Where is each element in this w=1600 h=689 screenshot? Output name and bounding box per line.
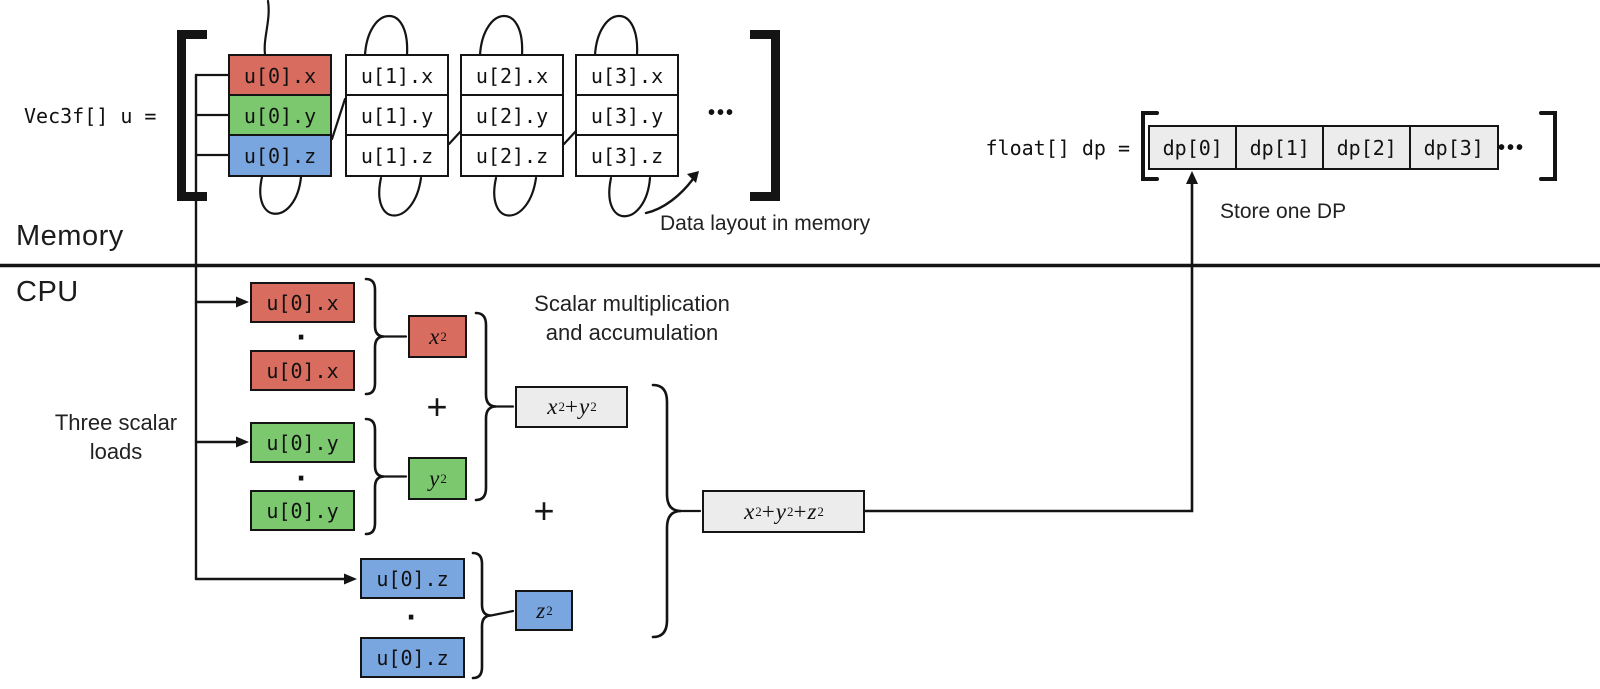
memory-cell: u[2].x bbox=[460, 54, 564, 97]
memory-cell: u[0].z bbox=[228, 134, 332, 177]
dp-array-declaration: float[] dp = bbox=[985, 136, 1131, 160]
scalar-mult-accum-label: Scalar multiplication and accumulation bbox=[492, 289, 772, 347]
plus-operator-1: + bbox=[426, 386, 448, 427]
load-operand-box: u[0].y bbox=[250, 490, 355, 531]
brace-y-pair bbox=[364, 417, 385, 536]
three-scalar-loads-line1: Three scalar bbox=[54, 410, 178, 435]
serpentine-coil-bottom bbox=[259, 175, 652, 218]
brace-z-pair bbox=[471, 551, 492, 680]
memory-cell: u[1].x bbox=[345, 54, 449, 97]
serpentine-top-stub bbox=[263, 0, 270, 56]
dp-array-ellipsis: ••• bbox=[1498, 137, 1526, 159]
scalar-mult-line2: and accumulation bbox=[545, 320, 719, 345]
load-arrow-z-head bbox=[344, 573, 357, 585]
memory-cell: u[0].x bbox=[228, 54, 332, 97]
memory-cell: u[0].y bbox=[228, 94, 332, 137]
scalar-mult-line1: Scalar multiplication bbox=[534, 291, 730, 316]
data-layout-annotation: Data layout in memory bbox=[660, 212, 871, 235]
cpu-section-label: CPU bbox=[16, 276, 79, 308]
load-operand-box: u[0].x bbox=[250, 350, 355, 391]
load-arrow-y-head bbox=[236, 436, 249, 448]
multiply-dot-y: · bbox=[296, 460, 308, 496]
serpentine-column-links bbox=[330, 97, 578, 146]
dp-cell: dp[3] bbox=[1409, 125, 1499, 170]
memory-cell: u[3].y bbox=[575, 94, 679, 137]
store-one-dp-annotation: Store one DP bbox=[1220, 200, 1347, 223]
three-scalar-loads-label: Three scalar loads bbox=[36, 408, 196, 466]
serpentine-coil bbox=[363, 14, 639, 57]
u-array-declaration: Vec3f[] u = bbox=[24, 104, 157, 128]
u-array-right-bracket bbox=[750, 30, 780, 201]
load-operand-box: u[0].z bbox=[360, 558, 465, 599]
brace-total-group bbox=[651, 383, 682, 639]
data-layout-arrow bbox=[644, 177, 695, 215]
memory-cell: u[2].z bbox=[460, 134, 564, 177]
memory-section-label: Memory bbox=[16, 220, 124, 252]
memory-cell: u[1].z bbox=[345, 134, 449, 177]
load-operand-box: u[0].y bbox=[250, 422, 355, 463]
store-arrow-head bbox=[1186, 171, 1198, 184]
multiply-dot-z: · bbox=[406, 599, 418, 635]
load-operand-box: u[0].x bbox=[250, 282, 355, 323]
u-array-left-bracket bbox=[177, 30, 207, 201]
load-arrow-x-head bbox=[236, 296, 249, 308]
load-tick-lines bbox=[194, 73, 230, 157]
memory-cell: u[1].y bbox=[345, 94, 449, 137]
u-array-ellipsis: ••• bbox=[708, 102, 736, 124]
dp-cell: dp[1] bbox=[1235, 125, 1325, 170]
brace-z-connector bbox=[489, 609, 515, 617]
dp-cell: dp[2] bbox=[1322, 125, 1412, 170]
dp-left-bracket bbox=[1141, 111, 1159, 181]
dp-cell: dp[0] bbox=[1148, 125, 1238, 170]
dp-right-bracket bbox=[1539, 111, 1557, 181]
three-scalar-loads-line2: loads bbox=[89, 439, 143, 464]
multiply-dot-x: · bbox=[296, 319, 308, 355]
memory-cell: u[3].z bbox=[575, 134, 679, 177]
memory-cell: u[3].x bbox=[575, 54, 679, 97]
data-layout-arrow-head bbox=[687, 171, 699, 183]
store-connector bbox=[863, 178, 1194, 513]
memory-cell: u[2].y bbox=[460, 94, 564, 137]
load-operand-box: u[0].z bbox=[360, 637, 465, 678]
brace-x-pair bbox=[364, 277, 385, 396]
plus-operator-2: + bbox=[533, 490, 555, 531]
